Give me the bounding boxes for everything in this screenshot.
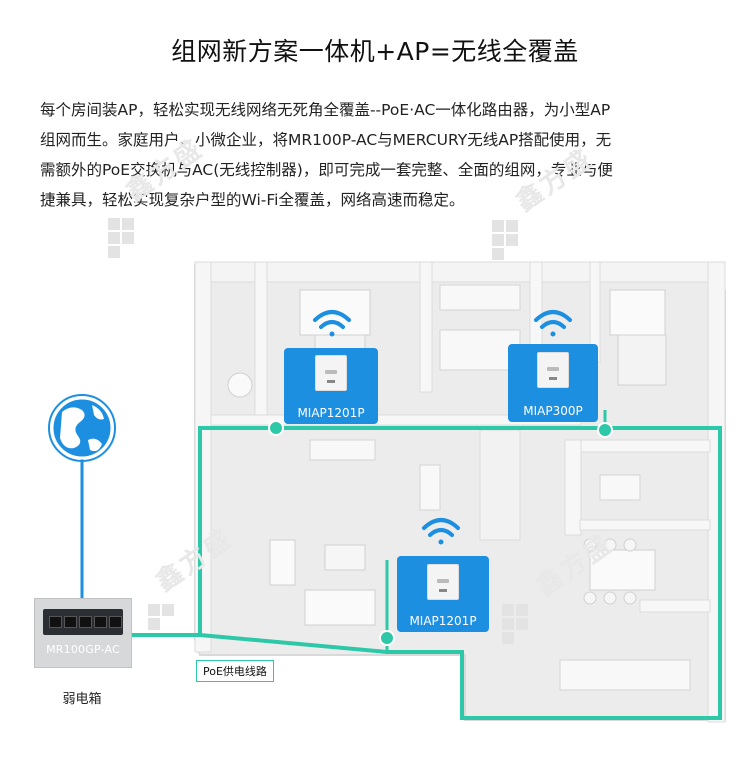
ethernet-port-icon (49, 616, 62, 628)
poe-line-label: PoE供电线路 (196, 660, 274, 682)
cabinet (439, 329, 521, 371)
wifi-icon (313, 310, 351, 337)
sofa (304, 589, 376, 626)
ethernet-port-icon (109, 616, 122, 628)
box-label: 弱电箱 (62, 692, 102, 707)
cabinet (599, 474, 641, 501)
armchair (269, 539, 296, 586)
bed (617, 334, 667, 386)
ethernet-port-icon (64, 616, 77, 628)
inner-wall (419, 261, 433, 393)
ap-label: MIAP300P (523, 404, 583, 418)
tv-cabinet (309, 439, 376, 461)
description-line: 组网而生。家庭用户、小微企业，将MR100P-AC与MERCURY无线AP搭配使… (40, 131, 612, 149)
cabinet (419, 464, 441, 511)
watermark-mark (108, 218, 528, 644)
inner-wall (579, 519, 711, 531)
inner-wall (564, 439, 711, 453)
junction-dot (597, 422, 613, 438)
inner-wall (479, 429, 521, 541)
ap-card-2: MIAP300P (508, 344, 598, 422)
description-line: 捷兼具，轻松实现复杂户型的Wi-Fi全覆盖，网络高速而稳定。 (40, 191, 465, 209)
ap-card-3: MIAP1201P (397, 556, 489, 632)
kitchen-counter (559, 659, 691, 691)
description-line: 每个房间装AP，轻松实现无线网络无死角全覆盖--PoE·AC一体化路由器，为小型… (40, 101, 611, 119)
left-wall (194, 261, 212, 653)
description-line: 需额外的PoE交换机与AC(无线控制器)，即可完成一套完整、全面的组网，专业与便 (40, 161, 613, 179)
wifi-icon (422, 518, 460, 545)
bed (609, 289, 666, 336)
coffee-table (324, 544, 366, 571)
ap-card-1: MIAP1201P (284, 348, 378, 424)
poe-line (199, 426, 722, 720)
ap-label: MIAP1201P (409, 614, 477, 628)
router-switch: MR100GP-AC (34, 598, 132, 668)
poe-line (131, 426, 276, 637)
page-title: 组网新方案一体机+AP=无线全覆盖 (171, 37, 579, 66)
ap-device-icon (427, 564, 459, 600)
inner-wall (639, 599, 711, 613)
junction-dot (268, 420, 284, 436)
ethernet-port-icon (94, 616, 107, 628)
top-wall (194, 261, 726, 283)
inner-wall (564, 439, 582, 536)
switch-front-panel (43, 609, 123, 635)
cabinet (439, 284, 521, 311)
wifi-icon (534, 310, 572, 337)
switch-model-label: MR100GP-AC (46, 643, 120, 656)
ap-label: MIAP1201P (297, 406, 365, 420)
ap-device-icon (315, 355, 347, 391)
dining-table (589, 549, 656, 591)
globe-icon (48, 394, 116, 462)
ethernet-port-icon (79, 616, 92, 628)
description: 每个房间装AP，轻松实现无线网络无死角全覆盖--PoE·AC一体化路由器，为小型… (40, 95, 712, 215)
right-wall (707, 261, 726, 723)
inner-wall (254, 261, 268, 423)
ap-device-icon (537, 352, 569, 388)
side-table (227, 372, 253, 398)
junction-dot (379, 630, 395, 646)
